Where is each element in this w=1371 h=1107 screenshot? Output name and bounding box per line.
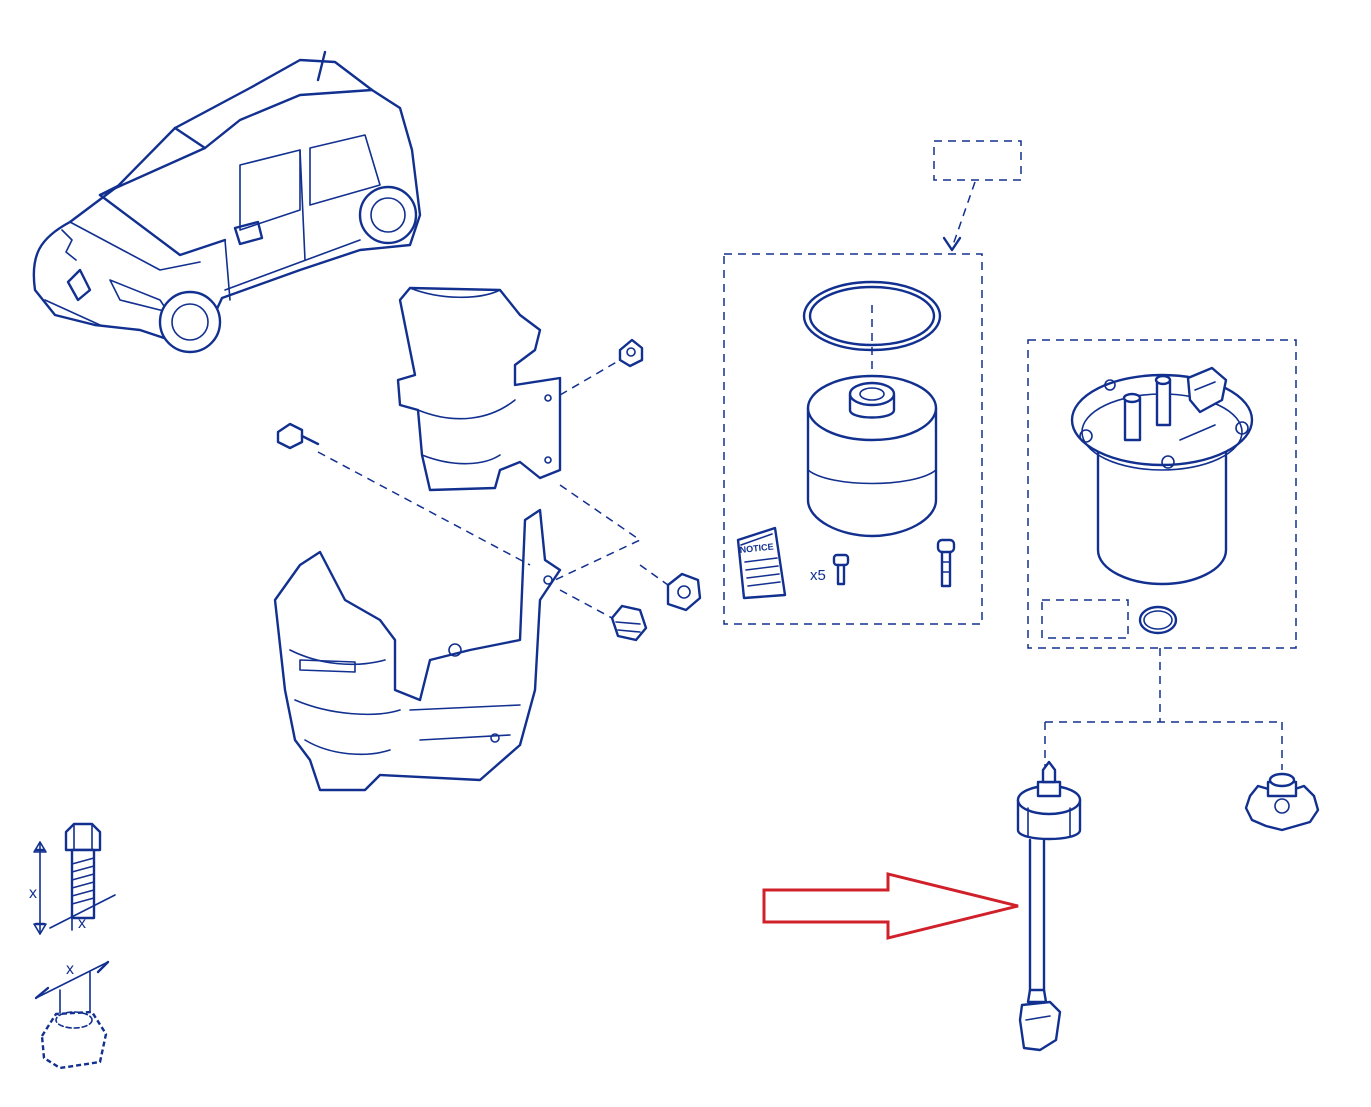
kit-pointer-arrowhead	[942, 236, 962, 252]
filter-kit-box	[723, 253, 983, 625]
highlight-arrow	[762, 872, 1019, 940]
fastener-nut-top	[618, 338, 644, 368]
reference-box-kit	[933, 140, 1022, 181]
assembly-line	[639, 564, 669, 586]
assembly-line	[559, 359, 621, 396]
dimension-label-length: x	[29, 885, 37, 902]
nut-dimension-legend: x	[34, 960, 110, 1070]
notice-label: NOTICE	[739, 541, 774, 555]
dimension-label-diameter: x	[78, 915, 86, 932]
notice-leaflet: NOTICE	[736, 526, 787, 600]
upper-heat-shield	[396, 286, 562, 492]
fastener-spacer	[610, 604, 648, 642]
water-in-fuel-sensor	[1016, 760, 1082, 1052]
dimension-label-nut: x	[66, 961, 74, 978]
bolt-dimension-legend: x x	[29, 822, 116, 935]
kit-screw-long	[936, 538, 956, 588]
reference-box-housing	[1041, 599, 1129, 639]
kit-screw-small	[832, 553, 850, 586]
housing-assembly-box	[1027, 339, 1297, 649]
car-illustration	[32, 50, 422, 354]
assembly-line	[554, 484, 642, 581]
drain-plug	[1244, 772, 1320, 832]
filter-housing	[1070, 366, 1254, 586]
kit-pointer-line	[952, 181, 976, 246]
housing-o-ring	[1138, 605, 1178, 635]
filter-cartridge	[806, 374, 938, 538]
fastener-flange-nut	[666, 572, 702, 612]
assembly-line	[559, 589, 613, 619]
lower-heat-shield	[273, 508, 562, 792]
quantity-label: x5	[810, 567, 826, 584]
assembly-line	[317, 451, 531, 566]
fastener-bolt-left	[276, 422, 320, 450]
